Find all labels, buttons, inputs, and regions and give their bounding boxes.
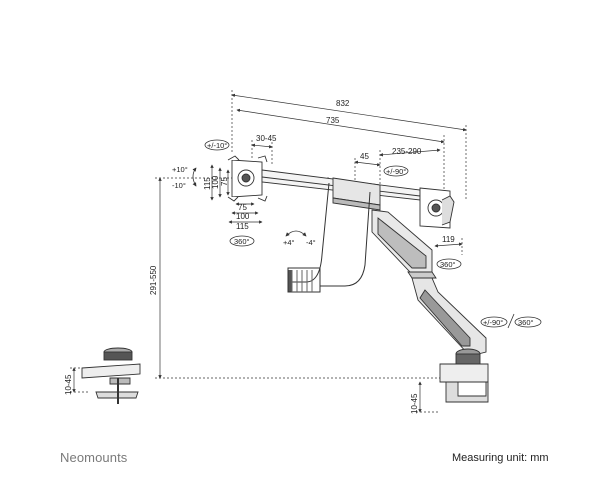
dim-total-width: 832 [336,99,350,108]
gas-arm [371,209,437,279]
dim-vesa-offset: 30-45 [256,134,277,143]
angle-tilt-down: -10° [172,181,186,190]
dim-clamp-right: 10-45 [410,393,419,414]
measuring-unit-note: Measuring unit: mm [452,452,549,464]
dim-vesa-115-v: 115 [203,177,212,190]
handle [287,182,371,293]
angle-handle-down: -4° [306,238,316,247]
left-clamp [81,347,141,404]
left-vesa-plate [227,155,268,202]
dim-vesa-100-h: 100 [236,212,250,221]
angle-arm-rotate: 360° [518,318,534,327]
dim-bar-offset: 45 [360,152,369,161]
dim-vesa-115-h: 115 [236,222,249,231]
angle-tilt-up: +10° [172,165,188,174]
dim-vesa-75-h: 75 [238,203,247,212]
brand-logo: Neomounts [60,450,128,465]
bar-center-clamp [332,177,381,211]
dim-height: 291-550 [149,265,158,295]
lower-arm [411,277,487,357]
angle-swivel-left: 360° [234,237,250,246]
angle-rotate-left: +/-10° [207,141,227,150]
rotation-symbols [192,139,542,329]
dim-vesa-100-v: 100 [211,175,220,189]
dim-bar-extension: 235-290 [392,147,422,156]
right-vesa-plate [419,187,455,229]
dim-vesa-75-v: 75 [220,177,229,186]
dim-clamp-left: 10-45 [64,374,73,395]
dimension-lines [70,90,467,413]
dim-arm-width: 735 [326,116,340,125]
angle-swivel-mid: 360° [440,260,456,269]
right-clamp [439,348,489,403]
angle-arm-swivel: +/-90° [483,318,503,327]
dim-depth: 119 [442,235,455,244]
angle-rotate-right: +/-90° [386,167,406,176]
angle-handle-up: +4° [283,238,295,247]
